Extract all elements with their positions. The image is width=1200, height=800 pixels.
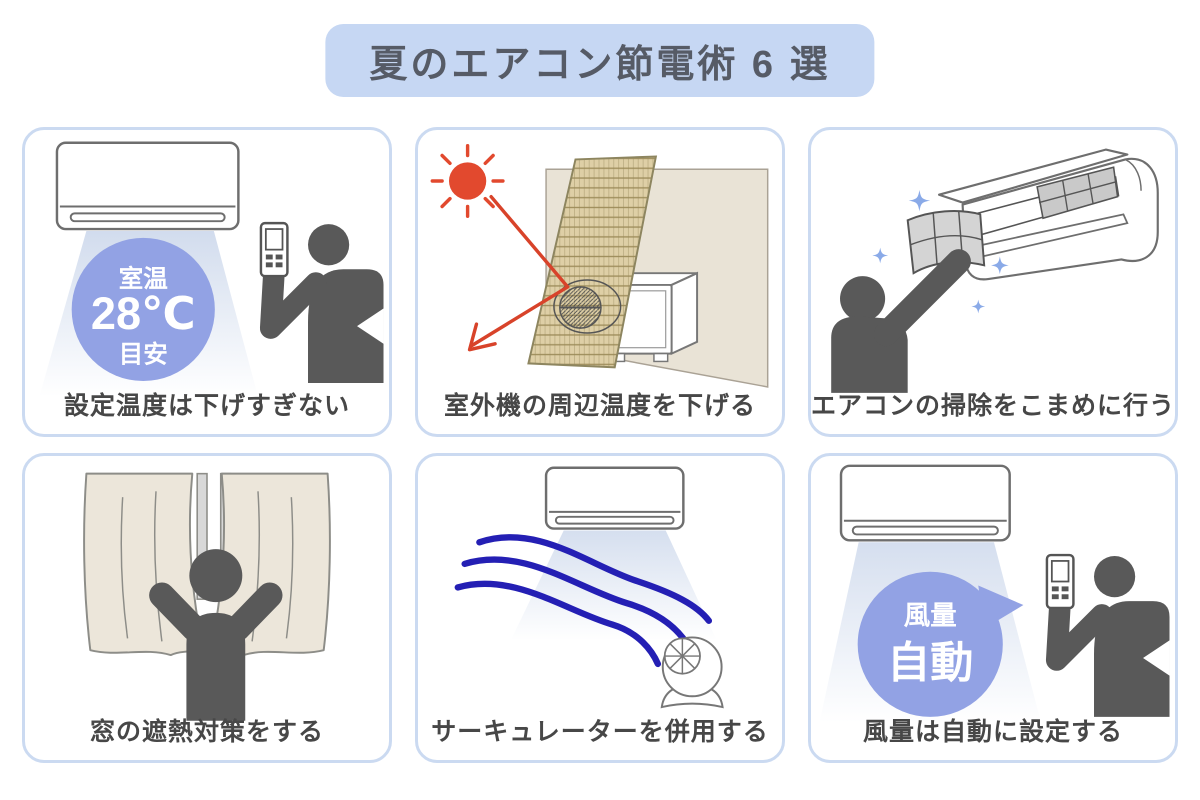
outdoor-unit-illustration (430, 143, 769, 388)
wind-lines-icon (454, 534, 713, 668)
panel-caption: 室外機の周辺温度を下げる (443, 392, 756, 420)
badge-line1: 風量 (904, 601, 957, 631)
sun-icon (430, 143, 505, 219)
remote-icon (259, 221, 289, 278)
badge-line3: 目安 (119, 339, 168, 368)
airflow-wedge (510, 530, 717, 641)
person-icon (259, 224, 384, 384)
panel-window-shield: 窓の遮熱対策をする (22, 453, 392, 763)
panel-set-temperature: 室温 28℃ 目安 設定温度は下げすぎない (22, 127, 392, 437)
air-conditioner-icon (55, 141, 240, 231)
badge-line2: 自動 (887, 640, 973, 688)
fan-auto-badge: 風量 自動 (857, 571, 1024, 717)
panel-caption: サーキュレーターを併用する (431, 718, 769, 746)
person-icon (149, 549, 283, 721)
air-conditioner-icon (544, 466, 685, 530)
person-icon (831, 249, 971, 393)
panel-cleaning: エアコンの掃除をこまめに行う (808, 127, 1178, 437)
panel-caption: エアコンの掃除をこまめに行う (811, 392, 1176, 420)
room-temp-badge: 室温 28℃ 目安 (71, 237, 215, 382)
set-temperature-illustration: 室温 28℃ 目安 (39, 141, 384, 397)
panel-caption: 窓の遮熱対策をする (89, 718, 324, 746)
air-conditioner-icon (839, 464, 1011, 542)
circulator-illustration (454, 466, 724, 709)
circulator-icon (660, 636, 724, 709)
person-icon (1045, 556, 1170, 717)
sparkle-icon (872, 189, 1009, 314)
reflected-sun-arrow-icon (467, 194, 570, 352)
open-air-conditioner-icon (937, 148, 1159, 281)
panel-grid: 室温 28℃ 目安 設定温度は下げすぎない (22, 127, 1178, 763)
panel-caption: 設定温度は下げすぎない (63, 392, 350, 420)
badge-line2: 28℃ (91, 288, 196, 339)
remote-icon (1045, 553, 1075, 610)
window-illustration (83, 472, 331, 721)
page-title: 夏のエアコン節電術 6 選 (325, 24, 875, 97)
cleaning-illustration (831, 148, 1159, 393)
fan-auto-illustration: 風量 自動 (819, 464, 1170, 723)
badge-line1: 室温 (119, 264, 168, 293)
panel-fan-auto: 風量 自動 風量は自動に設定する (808, 453, 1178, 763)
panel-outdoor-unit: 室外機の周辺温度を下げる (415, 127, 785, 437)
fan-grille-icon (553, 279, 622, 334)
panel-caption: 風量は自動に設定する (862, 718, 1123, 746)
panel-circulator: サーキュレーターを併用する (415, 453, 785, 763)
